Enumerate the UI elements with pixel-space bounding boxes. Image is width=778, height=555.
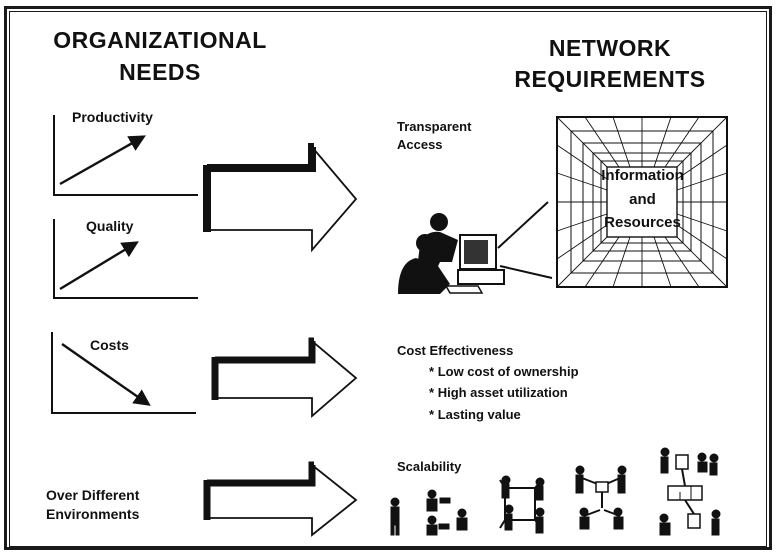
bullet-item: * High asset utilization xyxy=(429,386,579,400)
block-arrow-icon xyxy=(203,461,358,537)
left-heading-line1: ORGANIZATIONAL xyxy=(53,27,267,53)
tunnel-text-line3: Resources xyxy=(604,214,681,231)
tunnel-text: Information and Resources xyxy=(590,167,695,232)
computer-users-icon xyxy=(398,201,553,294)
need-environments-line2: Environments xyxy=(46,506,140,523)
req-transparent-line1: Transparent xyxy=(397,119,472,134)
need-productivity: Productivity xyxy=(72,109,153,125)
bullet-icon: * xyxy=(429,385,435,401)
block-arrow-icon xyxy=(203,143,358,253)
req-transparent-access: Transparent Access xyxy=(397,119,472,153)
req-cost-effectiveness: Cost Effectiveness xyxy=(397,343,514,358)
bullet-text: High asset utilization xyxy=(437,385,568,401)
bullet-text: Low cost of ownership xyxy=(437,364,579,379)
left-heading-line2: NEEDS xyxy=(119,59,201,86)
bullet-item: * Lasting value xyxy=(429,406,579,422)
left-heading: ORGANIZATIONAL NEEDS xyxy=(50,27,270,86)
bullet-text: Lasting value xyxy=(437,406,521,422)
outer-frame xyxy=(4,6,772,550)
req-scalability: Scalability xyxy=(397,459,462,474)
tunnel-text-line1: Information xyxy=(601,167,684,184)
need-environments: Over Different Environments xyxy=(46,487,140,523)
block-arrow-icon xyxy=(211,337,358,418)
grid-tunnel-icon xyxy=(556,116,728,288)
bullet-icon: * xyxy=(429,364,435,379)
inner-frame xyxy=(9,11,767,547)
need-quality: Quality xyxy=(86,218,134,234)
req-transparent-line2: Access xyxy=(397,137,443,153)
right-heading-line2: REQUIREMENTS xyxy=(514,66,706,93)
network-people-icon xyxy=(390,447,721,536)
bullet-item: * Low cost of ownership xyxy=(429,364,579,379)
bullet-icon: * xyxy=(429,406,435,422)
bullet-list: * Low cost of ownership * High asset uti… xyxy=(429,364,579,422)
quality-chart-icon xyxy=(53,219,198,299)
right-heading: NETWORK REQUIREMENTS xyxy=(510,35,710,93)
need-environments-line1: Over Different xyxy=(46,487,140,503)
right-heading-line1: NETWORK xyxy=(548,35,672,61)
need-costs: Costs xyxy=(90,337,129,353)
costs-chart-icon xyxy=(51,332,196,414)
tunnel-text-line2: and xyxy=(629,190,656,208)
productivity-chart-icon xyxy=(53,115,198,196)
